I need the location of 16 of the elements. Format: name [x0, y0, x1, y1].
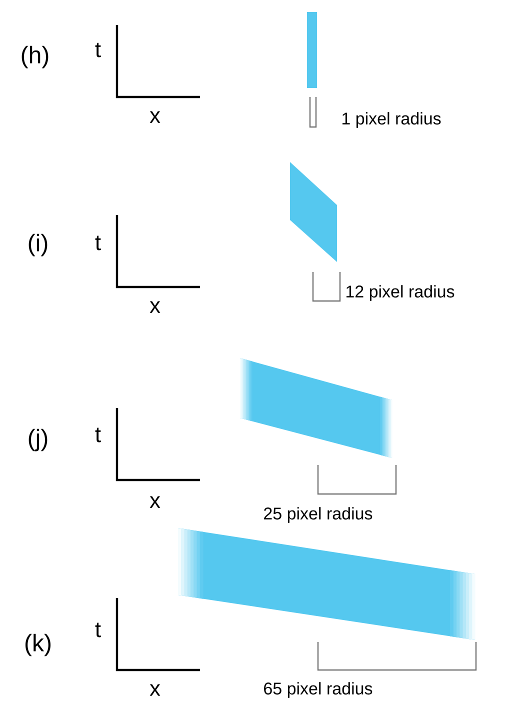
panel-label: (k) — [26, 634, 50, 656]
axis-label: x — [150, 301, 160, 313]
axis-label: t — [95, 428, 101, 442]
panel-label: (h) — [22, 46, 48, 68]
dimension-label: 12 pixel radius — [346, 285, 454, 301]
axis-label: x — [150, 684, 160, 696]
axis-label: t — [95, 42, 101, 58]
dimension-label: 65 pixel radius — [264, 682, 372, 698]
axis-label: x — [150, 496, 160, 508]
axis-label: x — [150, 111, 160, 123]
dimension-label: 1 pixel radius — [342, 112, 441, 128]
panel-label: (j) — [28, 428, 48, 452]
axis-label: t — [95, 236, 101, 250]
axis-label: t — [95, 622, 101, 638]
panel-label: (i) — [28, 234, 48, 256]
dimension-label: 25 pixel radius — [264, 507, 372, 523]
